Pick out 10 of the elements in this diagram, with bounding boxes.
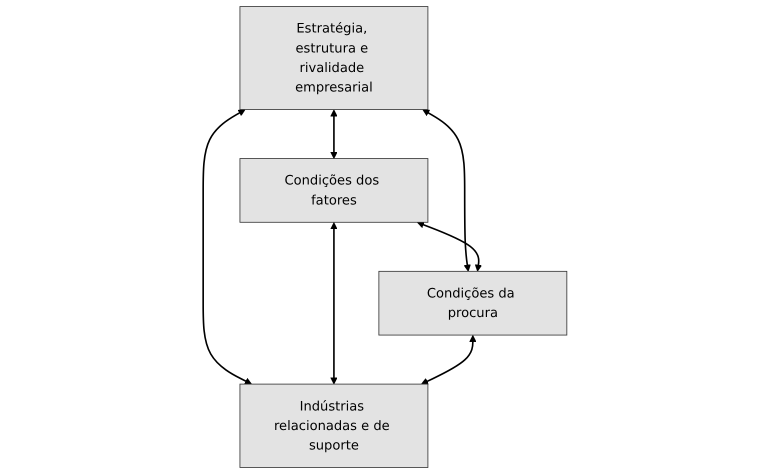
node-box: Condições dos fatores bbox=[240, 158, 428, 223]
node-box: Estratégia, estrutura e rivalidade empresarial bbox=[240, 6, 428, 110]
arrow bbox=[417, 221, 482, 272]
arrow bbox=[422, 109, 471, 272]
arrow bbox=[202, 109, 252, 384]
arrow bbox=[330, 222, 338, 384]
arrow bbox=[330, 110, 338, 159]
node-box: Indústrias relacionadas e de suporte bbox=[240, 384, 428, 468]
arrow bbox=[421, 335, 476, 385]
node-box: Condições da procura bbox=[378, 270, 568, 336]
